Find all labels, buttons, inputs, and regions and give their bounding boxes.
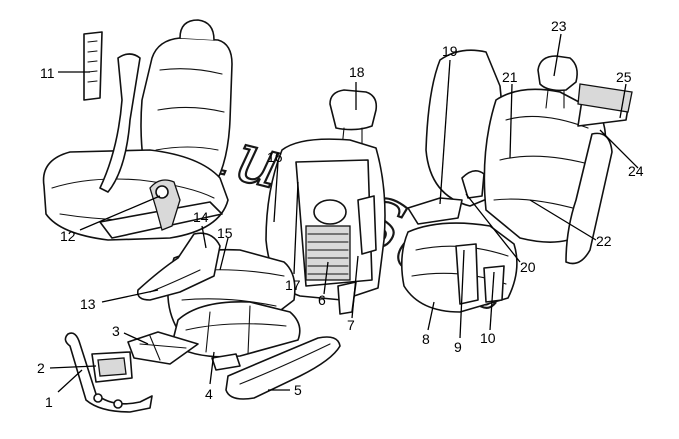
callout-2: 2 xyxy=(37,360,45,376)
callout-14: 14 xyxy=(193,209,209,225)
rear-cushion-part xyxy=(400,222,518,313)
callout-17: 17 xyxy=(285,277,301,293)
callout-7: 7 xyxy=(347,317,355,333)
callout-6: 6 xyxy=(318,292,326,308)
seat-cushion-part xyxy=(171,301,301,371)
callout-labels: 11 12 13 14 15 2 1 3 4 5 18 16 17 6 7 8 … xyxy=(37,18,644,410)
side-cover-part xyxy=(225,336,341,400)
callout-5: 5 xyxy=(294,382,302,398)
callout-20: 20 xyxy=(520,259,536,275)
callout-3: 3 xyxy=(112,323,120,339)
headrest-part xyxy=(329,89,378,149)
callout-16: 16 xyxy=(267,149,283,165)
callout-4: 4 xyxy=(205,386,213,402)
callout-19: 19 xyxy=(442,43,458,59)
seatback-frame xyxy=(265,138,386,315)
callout-21: 21 xyxy=(502,69,518,85)
callout-18: 18 xyxy=(349,64,365,80)
trim-strip-part xyxy=(83,31,103,101)
callout-1: 1 xyxy=(45,394,53,410)
leader-lines xyxy=(49,33,639,393)
rear-headrest-part xyxy=(537,55,633,113)
seat-rail-part xyxy=(64,332,153,413)
callout-8: 8 xyxy=(422,331,430,347)
rear-seatback-part xyxy=(425,49,631,265)
recliner-knob-part xyxy=(149,179,181,231)
callout-12: 12 xyxy=(60,228,76,244)
complete-front-seat xyxy=(42,19,233,241)
rear-bracket-part xyxy=(407,170,485,225)
callout-13: 13 xyxy=(80,296,96,312)
callout-25: 25 xyxy=(616,69,632,85)
callout-24: 24 xyxy=(628,163,644,179)
callout-15: 15 xyxy=(217,225,233,241)
callout-23: 23 xyxy=(551,18,567,34)
adjuster-box-part xyxy=(91,351,133,383)
callout-9: 9 xyxy=(454,339,462,355)
callout-10: 10 xyxy=(480,330,496,346)
seat-pan-part xyxy=(127,331,199,365)
callout-11: 11 xyxy=(40,65,55,81)
callout-22: 22 xyxy=(596,233,612,249)
